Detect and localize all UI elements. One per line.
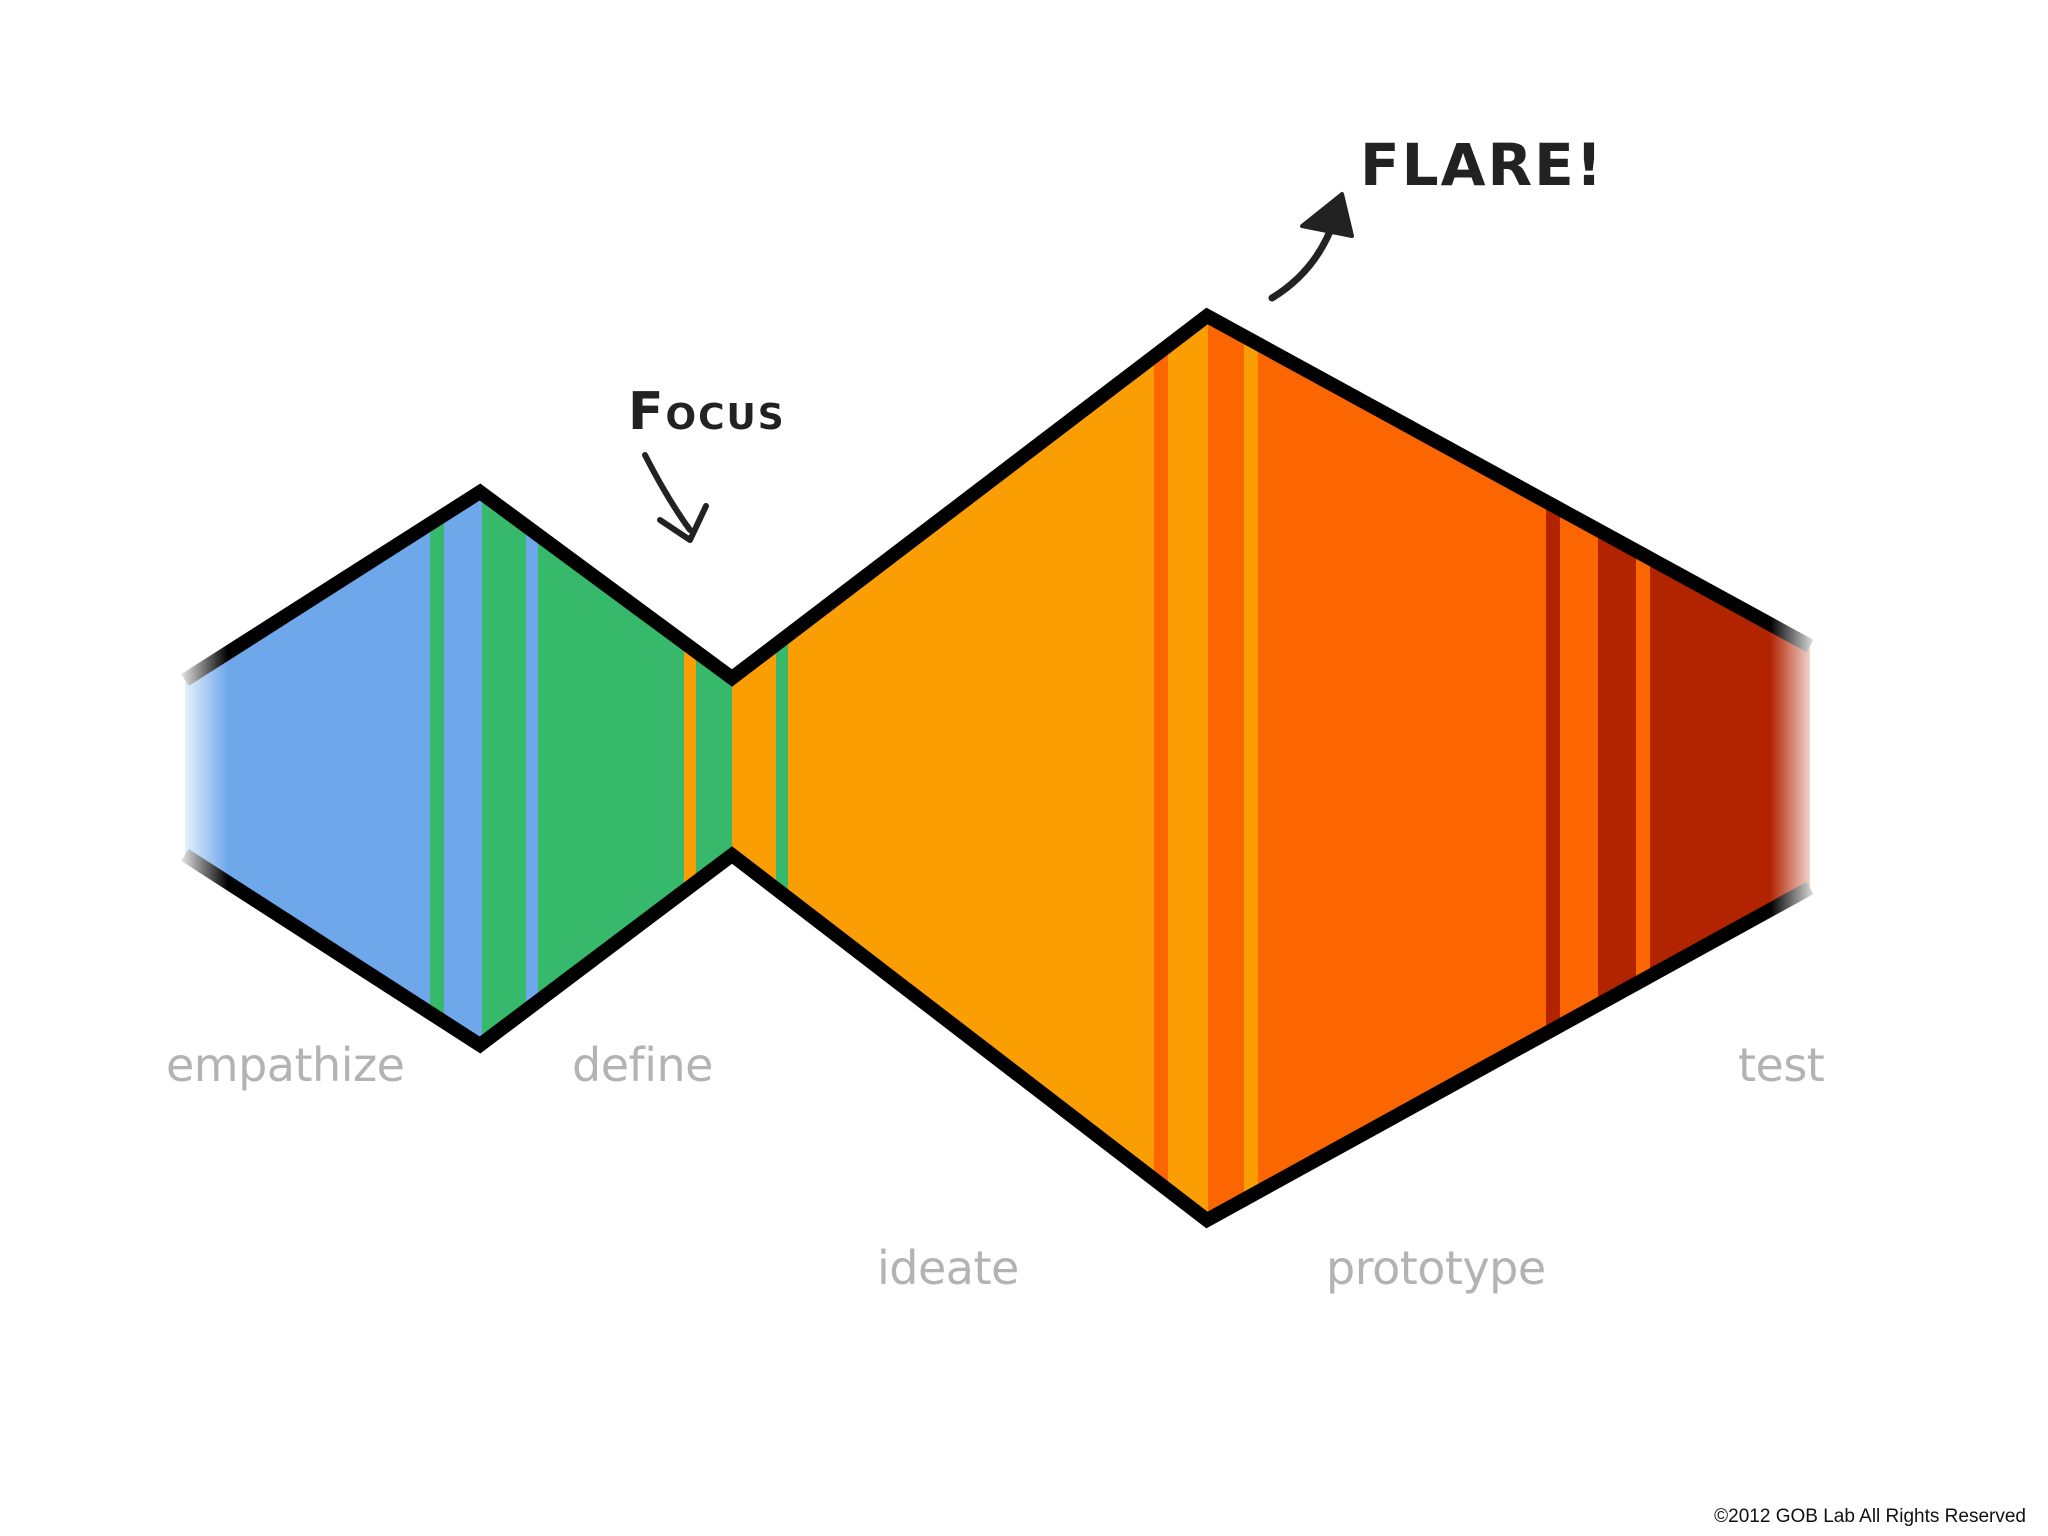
band-ideate-2: [732, 316, 776, 1220]
outline-bottom: [181, 846, 1814, 1229]
band-prototype-stripe: [1154, 316, 1168, 1220]
band-empathize-stripe: [444, 316, 482, 1220]
copyright-notice: ©2012 GOB Lab All Rights Reserved: [1714, 1506, 2026, 1527]
fade-left: [176, 640, 228, 900]
focus-arrow-icon: [642, 452, 709, 543]
band-empathize-stripe-2: [526, 316, 538, 1220]
phase-label-empathize: empathize: [166, 1038, 405, 1092]
band-test-2: [1598, 316, 1636, 1220]
band-ideate-3: [1168, 316, 1208, 1220]
phase-bands: [185, 316, 1810, 1220]
outline-top: [181, 307, 1814, 687]
band-ideate: [788, 316, 1154, 1220]
flare-arrow-icon: [1268, 192, 1354, 302]
band-prototype-stripe-2: [1636, 316, 1650, 1220]
phase-label-test: test: [1738, 1038, 1825, 1092]
band-define-2: [538, 316, 684, 1220]
band-define-3: [696, 316, 732, 1220]
phase-label-prototype: prototype: [1326, 1241, 1546, 1295]
band-define: [482, 316, 526, 1220]
band-ideate-stripe: [684, 316, 696, 1220]
band-ideate-stripe-2: [1244, 316, 1258, 1220]
focus-callout: Focus: [628, 382, 786, 442]
band-define-stripe: [430, 316, 444, 1220]
fade-right: [1770, 600, 1820, 930]
phase-label-define: define: [572, 1038, 713, 1092]
band-prototype-3: [1560, 316, 1598, 1220]
band-test-stripe: [1546, 316, 1560, 1220]
phase-label-ideate: ideate: [877, 1241, 1019, 1295]
band-prototype-2: [1208, 316, 1244, 1220]
band-define-stripe-2: [776, 316, 788, 1220]
flare-callout: FLARE!: [1360, 131, 1605, 199]
